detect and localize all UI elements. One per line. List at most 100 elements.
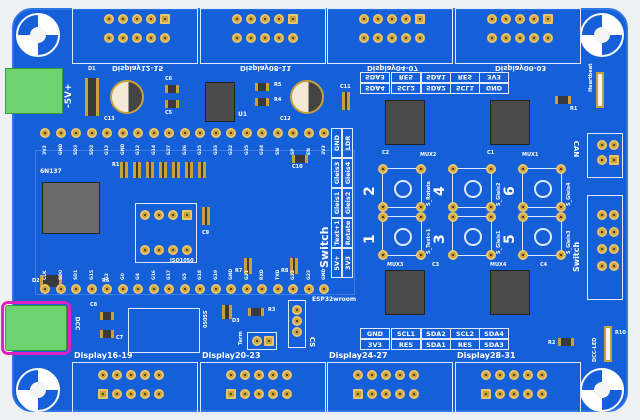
r6-label: R6 bbox=[102, 278, 110, 284]
pin-pad bbox=[160, 33, 170, 43]
header-pin-label: G33 bbox=[213, 145, 219, 155]
pin-pad bbox=[481, 370, 491, 380]
r2-label: R2 bbox=[548, 340, 556, 346]
pin-pad bbox=[378, 164, 388, 174]
pin-pad bbox=[179, 128, 190, 138]
pin-pad bbox=[102, 284, 112, 294]
mux3-label: MUX3 bbox=[387, 262, 404, 268]
pin-pad bbox=[381, 389, 391, 399]
pin-pad bbox=[117, 128, 128, 138]
pin-pad bbox=[160, 14, 170, 24]
push-button[interactable] bbox=[522, 168, 562, 208]
term-jumper[interactable] bbox=[247, 332, 277, 350]
push-button[interactable] bbox=[452, 216, 492, 256]
pin-pad bbox=[359, 33, 369, 43]
i2c-table-cell: RES bbox=[391, 339, 421, 350]
pin-pad bbox=[292, 305, 302, 315]
switch-table-cell: 3V3 bbox=[342, 248, 353, 278]
pin-pad bbox=[303, 128, 314, 138]
heartbeat-led bbox=[596, 72, 604, 108]
display-connector-label: Display20-23 bbox=[202, 351, 261, 360]
push-button[interactable] bbox=[522, 216, 562, 256]
header-pin-label: CLK bbox=[43, 270, 48, 280]
c1-label: C1 bbox=[487, 150, 495, 156]
i2c-table-cell: GND bbox=[360, 328, 390, 339]
mounting-hole bbox=[16, 368, 60, 412]
dcc-terminal[interactable] bbox=[1, 301, 71, 355]
pin-pad bbox=[509, 389, 519, 399]
pin-pad bbox=[501, 14, 511, 24]
display-connector-bottom bbox=[455, 362, 581, 414]
i2c-table-cell: SDA3 bbox=[360, 72, 390, 83]
pin-pad bbox=[409, 370, 419, 380]
pin-pad bbox=[148, 128, 159, 138]
pin-pad bbox=[486, 202, 496, 212]
r7-label: R7 bbox=[235, 268, 243, 274]
mux3-chip bbox=[385, 270, 425, 315]
pin-pad bbox=[168, 245, 178, 255]
pin-pad bbox=[529, 33, 539, 43]
push-button[interactable] bbox=[452, 168, 492, 208]
pin-pad bbox=[164, 128, 174, 138]
pin-pad bbox=[288, 284, 298, 294]
pin-pad bbox=[486, 250, 496, 260]
pin-pad bbox=[133, 284, 143, 294]
c11-label: C11 bbox=[340, 84, 351, 90]
switch-table-cell: Rotate bbox=[342, 218, 353, 248]
pin-pad bbox=[537, 389, 547, 399]
pin-pad bbox=[609, 244, 619, 254]
header-pin-label: G19 bbox=[213, 270, 219, 280]
pin-pad bbox=[486, 212, 496, 222]
header-pin-label: G15 bbox=[89, 270, 95, 280]
switch-table-cell: 5V+ bbox=[331, 248, 342, 278]
pin-pad bbox=[254, 389, 264, 399]
pin-pad bbox=[252, 336, 262, 346]
pin-pad bbox=[274, 14, 284, 24]
term-label: Term bbox=[238, 331, 244, 345]
i2c-table-cell: SCL1 bbox=[391, 328, 421, 339]
mux4-chip bbox=[490, 270, 530, 315]
pin-pad bbox=[154, 389, 164, 399]
optocoupler-label: 6N137 bbox=[40, 168, 62, 175]
pin-pad bbox=[260, 33, 270, 43]
pin-pad bbox=[448, 202, 458, 212]
pin-pad bbox=[556, 202, 566, 212]
header-pin-label: RXD bbox=[260, 269, 265, 280]
pin-pad bbox=[409, 389, 419, 399]
pin-pad bbox=[246, 33, 256, 43]
push-button[interactable] bbox=[382, 168, 422, 208]
pin-pad bbox=[182, 245, 192, 255]
pin-pad bbox=[140, 370, 150, 380]
pin-pad bbox=[378, 202, 388, 212]
pin-pad bbox=[415, 33, 425, 43]
header-pin-label: GND bbox=[58, 143, 64, 155]
r12-label: R12 bbox=[112, 162, 123, 168]
power-terminal bbox=[5, 68, 63, 114]
button-number: 1 bbox=[362, 234, 378, 244]
button-label: S_Gleis3 bbox=[566, 230, 572, 254]
switch-table-cell: Gleis3 bbox=[331, 158, 342, 188]
resistor-r7 bbox=[244, 258, 252, 274]
header-pin-label: TXD bbox=[275, 269, 281, 280]
pin-pad bbox=[556, 250, 566, 260]
pin-pad bbox=[240, 389, 250, 399]
header-pin-label: G13 bbox=[105, 145, 110, 155]
esp32-footprint bbox=[35, 150, 355, 295]
r5-label: R5 bbox=[274, 82, 282, 88]
pin-pad bbox=[387, 14, 397, 24]
header-pin-label: G17 bbox=[167, 270, 172, 280]
dcc-led-label: DCC-LED bbox=[592, 337, 598, 362]
pin-pad bbox=[597, 244, 607, 254]
pin-pad bbox=[98, 370, 108, 380]
button-number: 4 bbox=[432, 186, 448, 196]
display-connector-bottom bbox=[327, 362, 453, 414]
pin-pad bbox=[126, 389, 136, 399]
c8-label: C8 bbox=[90, 302, 98, 308]
pin-pad bbox=[416, 164, 426, 174]
power-label: -5V+ bbox=[64, 83, 74, 108]
pin-pad bbox=[556, 164, 566, 174]
pin-pad bbox=[518, 212, 528, 222]
resistor bbox=[255, 83, 269, 91]
pin-pad bbox=[288, 128, 298, 138]
push-button[interactable] bbox=[382, 216, 422, 256]
